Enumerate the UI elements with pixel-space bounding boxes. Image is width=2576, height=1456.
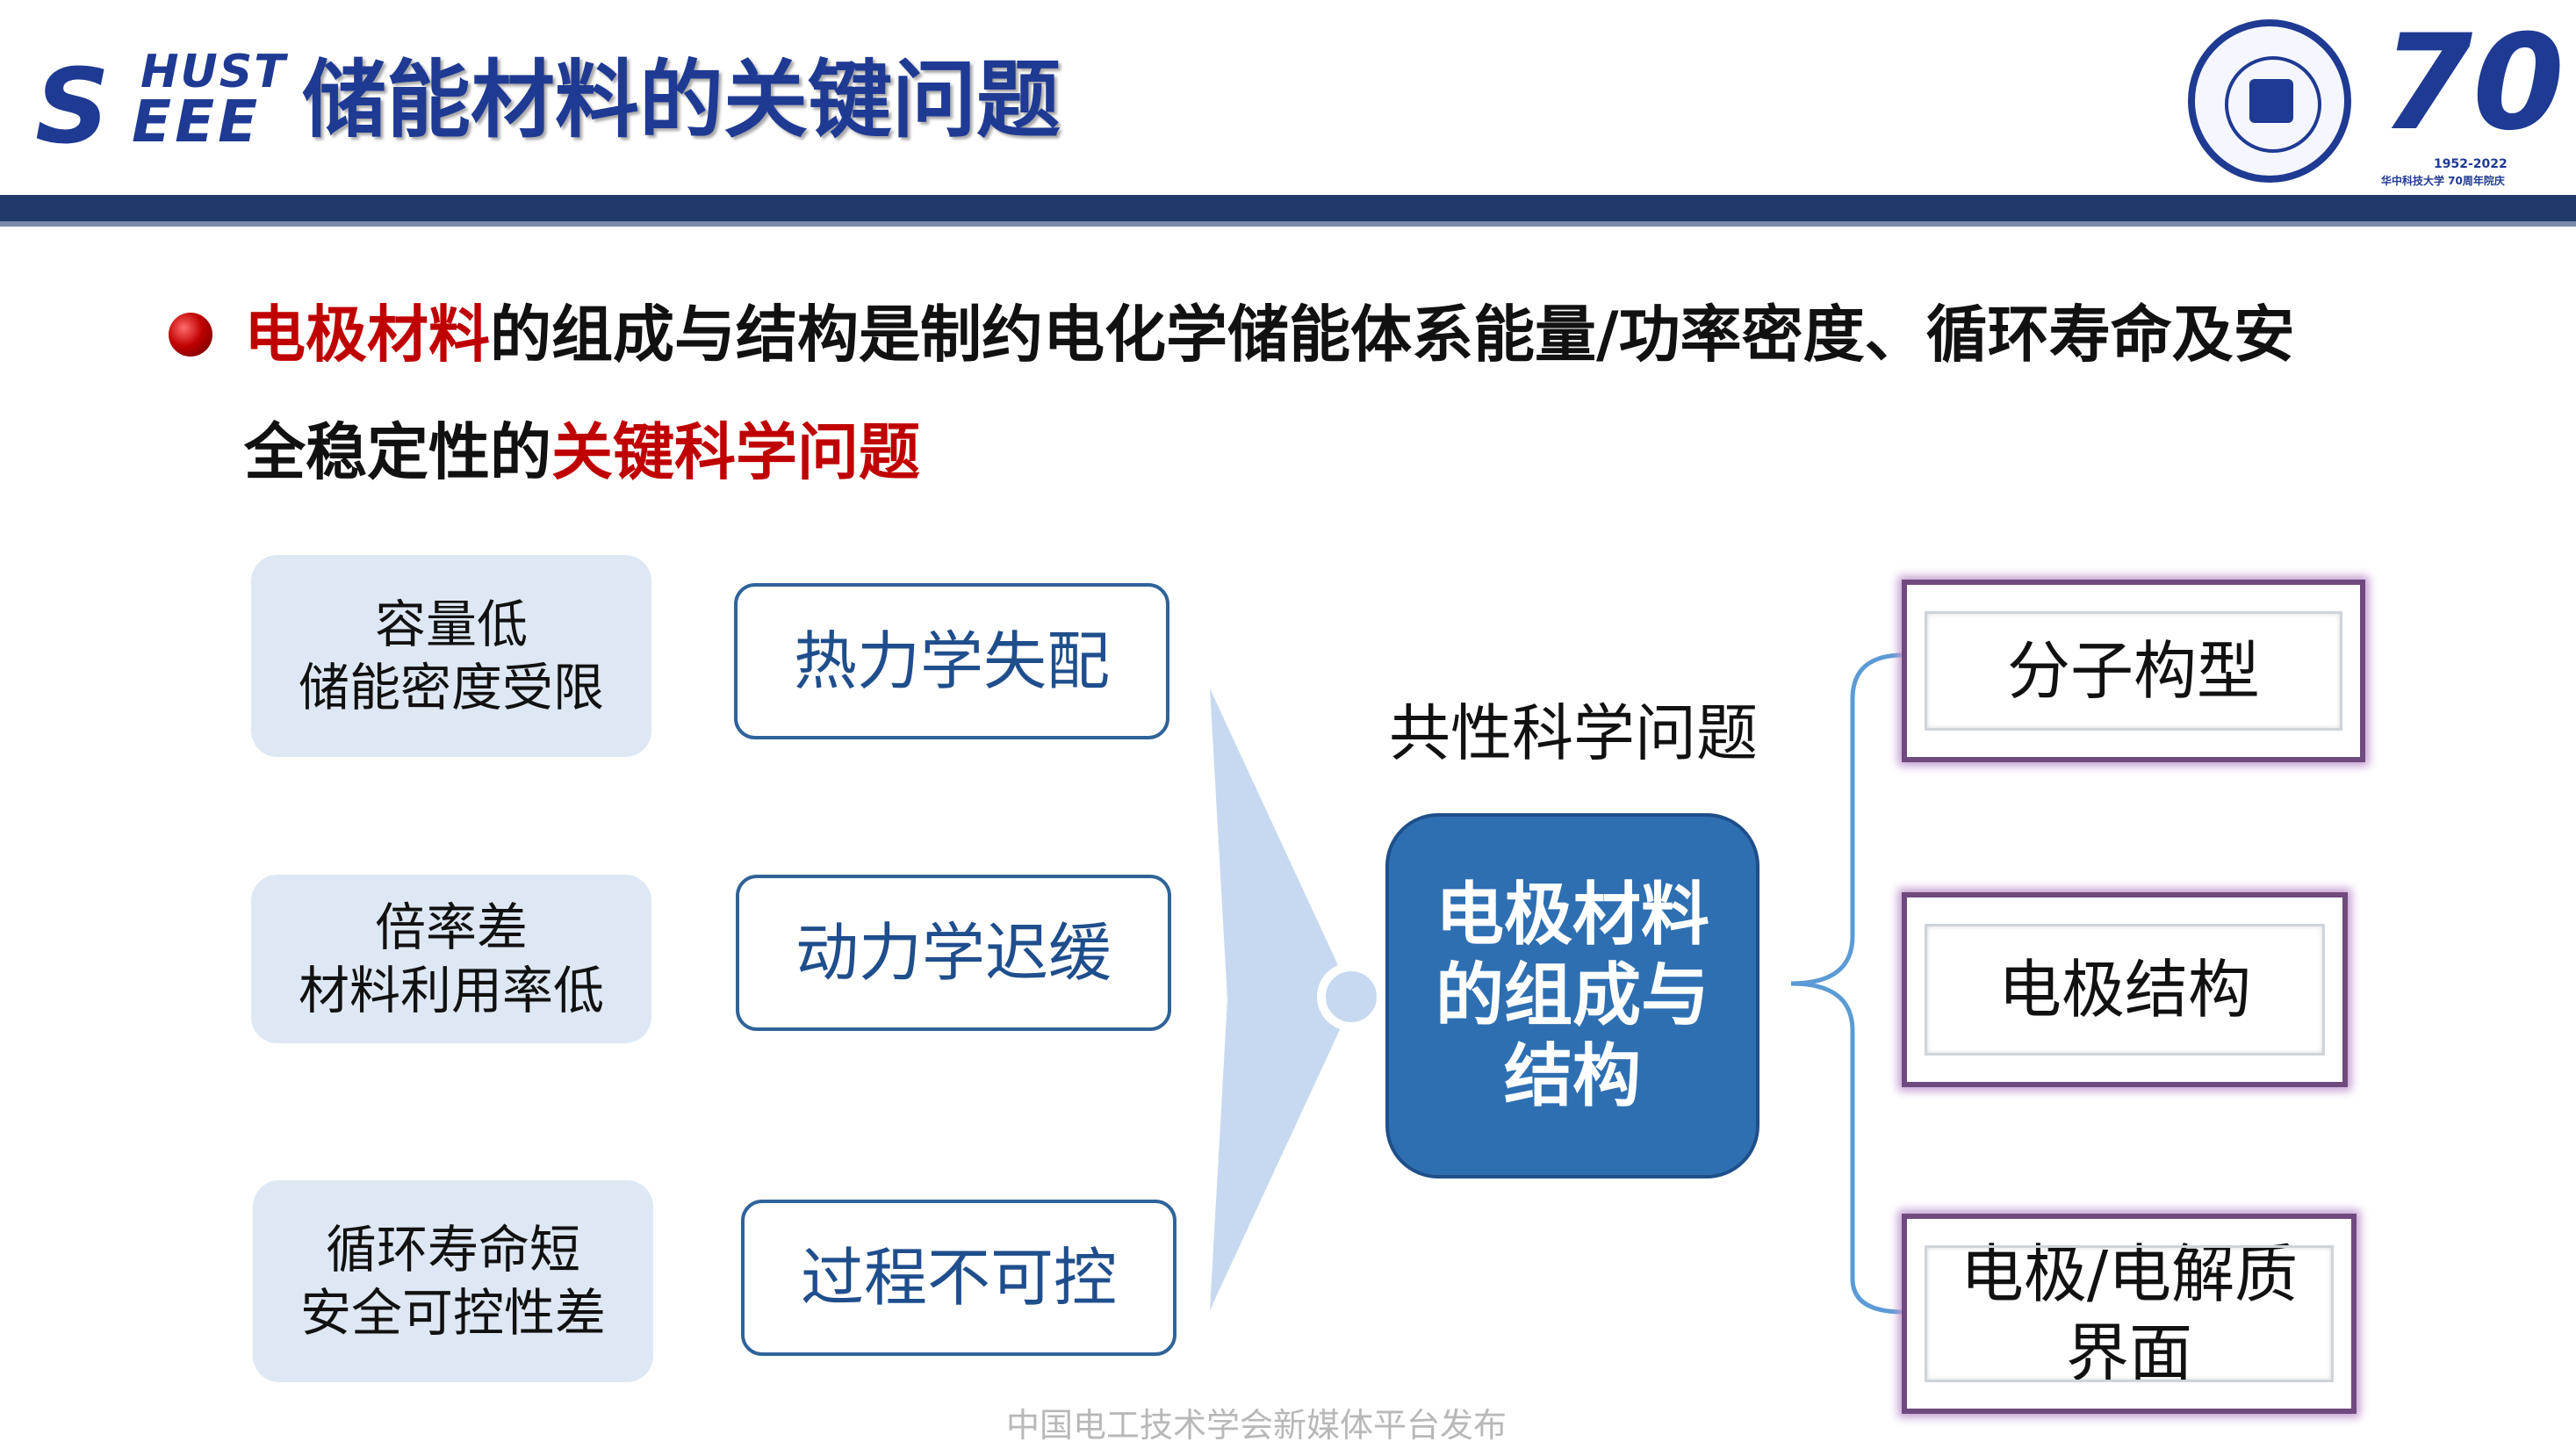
footer-watermark: 中国电工技术学会新媒体平台发布 [1006,1406,1507,1445]
core-topic-box: 电极材料 的组成与 结构 [1385,813,1759,1178]
statement-text: 全稳定性的 [244,416,551,488]
logo-s-letter: S [35,46,110,167]
problem-line: 安全可控性差 [299,1283,606,1343]
mechanism-box-thermodynamic: 热力学失配 [734,583,1169,739]
anniversary-logo: 70 1952-2022 华中科技大学 70周年院庆 [2381,18,2565,190]
statement-line-2: 全稳定性的关键科学问题 [244,413,920,493]
statement-highlight: 电极材料 [244,299,490,371]
statement-highlight: 关键科学问题 [551,416,920,488]
problem-box-capacity: 容量低 储能密度受限 [251,555,651,757]
problem-line: 材料利用率低 [298,961,604,1020]
bracket-connector-icon [1791,652,1904,1315]
problem-line: 储能密度受限 [298,658,604,717]
problem-box-cycle-life: 循环寿命短 安全可控性差 [253,1180,653,1382]
problem-line: 倍率差 [374,897,528,957]
page-title: 储能材料的关键问题 [302,51,1061,149]
header-divider-bar [0,195,2576,227]
anniversary-years: 1952-2022 [2434,157,2508,171]
bullet-icon [169,313,212,357]
core-line: 结构 [1503,1037,1641,1117]
seee-logo: HUST S EEE [35,46,299,158]
common-issue-label: 共性科学问题 [1389,697,1758,769]
factor-label: 电极结构 [1997,953,2251,1027]
school-seal-logo [2188,19,2351,183]
logo-eee-text: EEE [132,88,262,155]
mechanism-box-kinetic: 动力学迟缓 [736,875,1171,1031]
factor-label: 分子构型 [2006,634,2260,708]
factor-box-interface: 电极/电解质 界面 [1902,1214,2357,1414]
connector-node-icon [1317,962,1385,1031]
mechanism-box-uncontrollable: 过程不可控 [741,1200,1176,1356]
converge-arrow-icon [1210,688,1354,1310]
seal-emblem-icon [2249,79,2293,123]
anniversary-number: 70 [2381,7,2565,160]
statement-line-1: 电极材料的组成与结构是制约电化学储能体系能量/功率密度、循环寿命及安 [244,295,2295,375]
factor-box-electrode-structure: 电极结构 [1902,892,2348,1087]
problem-line: 容量低 [374,594,528,654]
factor-box-molecular: 分子构型 [1902,580,2365,762]
factor-label: 界面 [2065,1316,2192,1390]
anniversary-caption: 华中科技大学 70周年院庆 [2381,175,2505,187]
factor-label: 电极/电解质 [1960,1237,2299,1311]
statement-text: 的组成与结构是制约电化学储能体系能量/功率密度、循环寿命及安 [490,299,2295,371]
core-line: 的组成与 [1435,955,1709,1035]
problem-line: 循环寿命短 [325,1219,580,1279]
logo-hust-text: HUST [140,46,287,98]
core-line: 电极材料 [1435,875,1709,955]
problem-box-rate: 倍率差 材料利用率低 [251,875,651,1043]
